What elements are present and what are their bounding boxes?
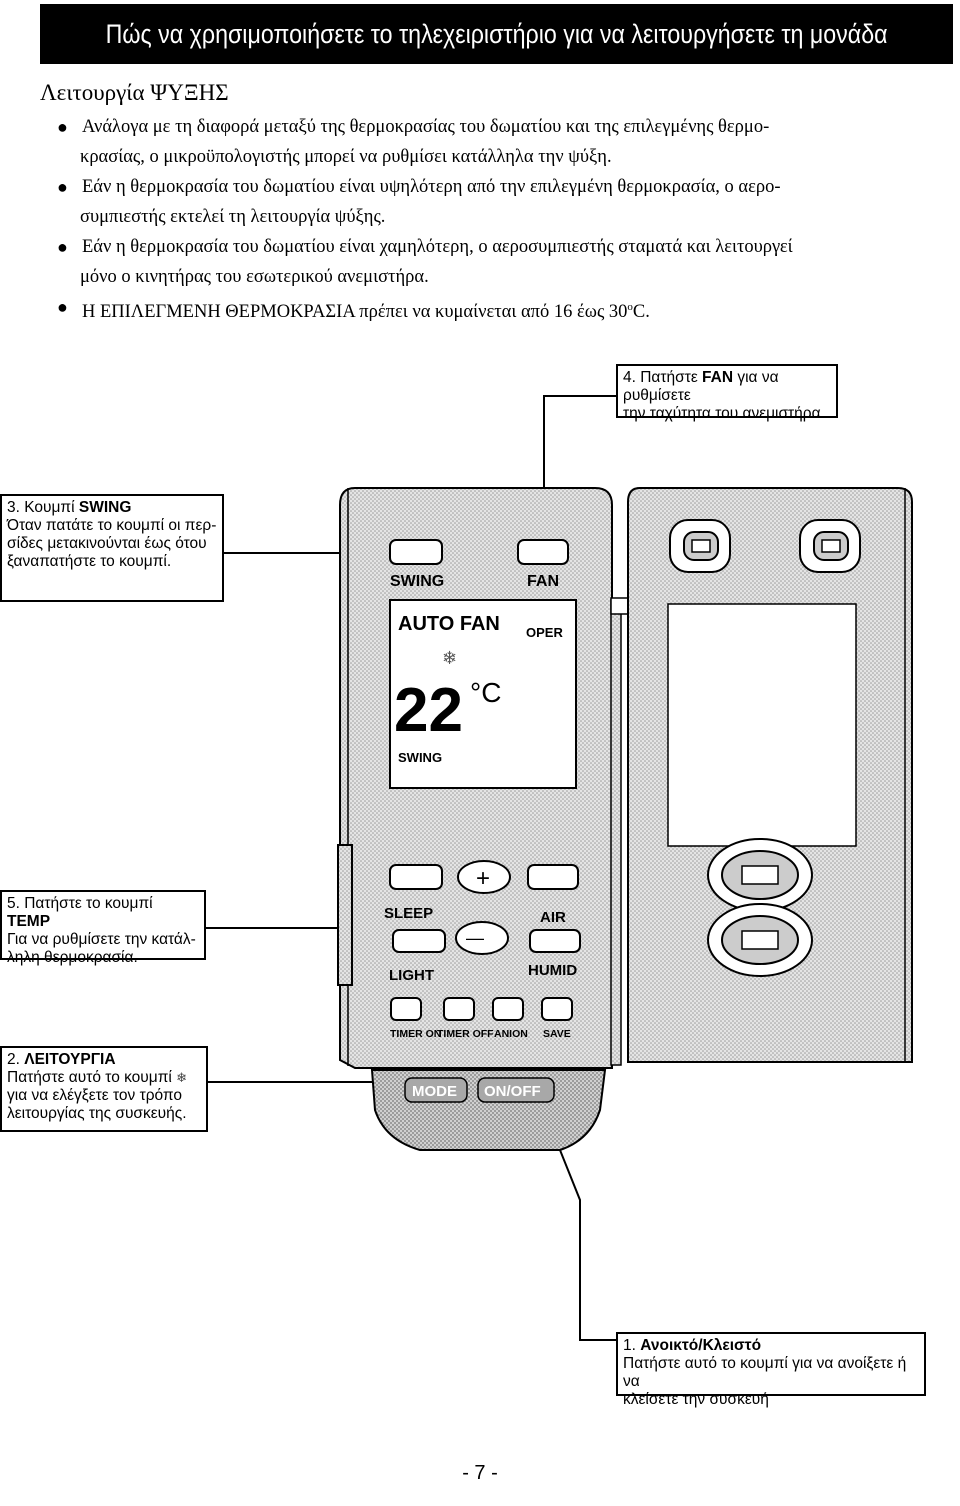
callout-bold: TEMP bbox=[7, 913, 51, 930]
page-title: Πώς να χρησιμοποιήσετε το τηλεχειριστήρι… bbox=[105, 18, 888, 49]
callout-fan: 4. Πατήστε FAN για να ρυθμίσετε την ταχύ… bbox=[616, 364, 838, 422]
display-oper: OPER bbox=[526, 625, 563, 640]
humid-button[interactable] bbox=[529, 929, 581, 953]
display-mode: AUTO FAN bbox=[398, 613, 500, 635]
cover-foot-icon bbox=[707, 838, 813, 977]
callout-text: 1. bbox=[623, 1337, 641, 1354]
humid-label: HUMID bbox=[528, 962, 577, 979]
callout-bold: FAN bbox=[702, 369, 734, 386]
section-title: Λειτουργία ΨΥΞΗΣ bbox=[40, 80, 229, 105]
save-label: SAVE bbox=[543, 1028, 571, 1040]
bullet-item: ● Η ΕΠΙΛΕΓΜΕΝΗ ΘΕΡΜΟΚΡΑΣΙΑ πρέπει να κυμ… bbox=[57, 292, 955, 327]
snowflake-icon: ❄ bbox=[442, 648, 457, 668]
callout-text: την ταχύτητα του ανεμιστήρα. bbox=[623, 405, 825, 422]
bullet-text: συμπιεστής εκτελεί τη λειτουργία ψύξης. bbox=[80, 207, 386, 227]
timer-on-button[interactable] bbox=[390, 997, 422, 1021]
bullet-text: Ανάλογα με τη διαφορά μεταξύ της θερμοκρ… bbox=[82, 117, 770, 137]
callout-text: κλείσετε την συσκευή bbox=[623, 1391, 769, 1408]
remote-body bbox=[337, 487, 632, 1151]
bullet-dot: ● bbox=[57, 237, 68, 257]
light-button[interactable] bbox=[392, 929, 446, 953]
bullet-item: ● Ανάλογα με τη διαφορά μεταξύ της θερμο… bbox=[57, 112, 955, 172]
callout-text: λειτουργίας της συσκευής. bbox=[7, 1105, 187, 1122]
display-swing: SWING bbox=[398, 750, 442, 765]
bullet-dot: ● bbox=[57, 177, 68, 197]
callout-bold: Ανοικτό/Κλειστό bbox=[640, 1337, 762, 1354]
plus-icon: + bbox=[476, 865, 490, 892]
bullet-item: ● Εάν η θερμοκρασία του δωματίου είναι υ… bbox=[57, 172, 955, 232]
callout-text: 3. Κουμπί bbox=[7, 499, 79, 516]
callout-text: για να ελέγξετε τον τρόπο bbox=[7, 1087, 183, 1104]
hinge-icon bbox=[669, 519, 731, 573]
callout-text: 2. bbox=[7, 1051, 25, 1068]
sleep-button[interactable] bbox=[389, 864, 443, 890]
save-button[interactable] bbox=[541, 997, 573, 1021]
fan-button-label: FAN bbox=[527, 573, 559, 590]
snowflake-icon: ❄ bbox=[176, 1070, 188, 1085]
callout-text: ξαναπατήστε το κουμπί. bbox=[7, 553, 172, 570]
bullet-list: ● Ανάλογα με τη διαφορά μεταξύ της θερμο… bbox=[57, 112, 955, 327]
bullet-text-tail: C. bbox=[632, 302, 650, 323]
callout-text: Πατήστε αυτό το κουμπί για να ανοίξετε ή… bbox=[623, 1355, 907, 1390]
display-unit: °C bbox=[470, 677, 501, 708]
bullet-item: ● Εάν η θερμοκρασία του δωματίου είναι χ… bbox=[57, 232, 955, 292]
sleep-label: SLEEP bbox=[384, 905, 433, 922]
bullet-dot: ● bbox=[57, 297, 68, 317]
air-label: AIR bbox=[540, 909, 566, 926]
callout-text: ληλη θερμοκρασία. bbox=[7, 949, 138, 966]
remote-cover bbox=[627, 487, 913, 1063]
bullet-text: Εάν η θερμοκρασία του δωματίου είναι χαμ… bbox=[82, 237, 793, 257]
temp-up-button[interactable] bbox=[457, 860, 511, 894]
callout-swing: 3. Κουμπί SWING Όταν πατάτε το κουμπί οι… bbox=[0, 494, 224, 602]
onoff-label: ON/OFF bbox=[484, 1083, 541, 1100]
callout-mode: 2. ΛΕΙΤΟΥΡΓΙΑ Πατήστε αυτό το κουμπί ❄ γ… bbox=[0, 1046, 208, 1132]
callout-text: 5. Πατήστε το κουμπί bbox=[7, 895, 153, 912]
swing-button-label: SWING bbox=[390, 573, 444, 590]
hinge-icon bbox=[799, 519, 861, 573]
bullet-text: μόνο ο κινητήρας του εσωτερικού ανεμιστή… bbox=[80, 267, 429, 287]
bullet-text-main: Η ΕΠΙΛΕΓΜΕΝΗ ΘΕΡΜΟΚΡΑΣΙΑ πρέπει να κυμαί… bbox=[82, 302, 628, 323]
page-number: - 7 - bbox=[462, 1462, 498, 1484]
callout-text: Για να ρυθμίσετε την κατάλ- bbox=[7, 931, 196, 948]
callout-text: Πατήστε αυτό το κουμπί bbox=[7, 1069, 172, 1086]
anion-button[interactable] bbox=[492, 997, 524, 1021]
temp-down-button[interactable] bbox=[455, 921, 509, 955]
onoff-button[interactable] bbox=[477, 1077, 555, 1103]
anion-label: ANION bbox=[494, 1028, 528, 1040]
callout-temp: 5. Πατήστε το κουμπί TEMP Για να ρυθμίσε… bbox=[0, 890, 206, 966]
callout-bold: ΛΕΙΤΟΥΡΓΙΑ bbox=[24, 1051, 116, 1068]
page-header: Πώς να χρησιμοποιήσετε το τηλεχειριστήρι… bbox=[40, 4, 953, 64]
timer-on-label: TIMER ON bbox=[390, 1028, 441, 1040]
callout-text: σίδες μετακινούνται έως ότου bbox=[7, 535, 207, 552]
callout-onoff: 1. Ανοικτό/Κλειστό Πατήστε αυτό το κουμπ… bbox=[616, 1332, 926, 1408]
light-label: LIGHT bbox=[389, 967, 434, 984]
bullet-text: κρασίας, ο μικροϋπολογιστής μπορεί να ρυ… bbox=[80, 147, 612, 167]
mode-label: MODE bbox=[412, 1083, 457, 1100]
timer-off-label: TIMER OFF bbox=[437, 1028, 494, 1040]
callout-bold: SWING bbox=[78, 499, 132, 516]
mode-button[interactable] bbox=[404, 1077, 468, 1103]
callout-text: για να ρυθμίσετε bbox=[623, 369, 779, 404]
bullet-text: Η ΕΠΙΛΕΓΜΕΝΗ ΘΕΡΜΟΚΡΑΣΙΑ πρέπει να κυμαί… bbox=[60, 292, 955, 327]
lcd-display bbox=[389, 599, 577, 789]
fan-button[interactable] bbox=[517, 539, 569, 565]
bullet-dot: ● bbox=[57, 117, 68, 137]
timer-off-button[interactable] bbox=[443, 997, 475, 1021]
callout-text: Όταν πατάτε το κουμπί οι περ- bbox=[7, 517, 217, 534]
degree-sup: ο bbox=[627, 301, 633, 313]
air-button[interactable] bbox=[527, 864, 579, 890]
minus-icon: — bbox=[466, 928, 484, 948]
display-temperature: 22 bbox=[394, 676, 463, 745]
bullet-text: Εάν η θερμοκρασία του δωματίου είναι υψη… bbox=[82, 177, 781, 197]
callout-text: 4. Πατήστε bbox=[623, 369, 703, 386]
swing-button[interactable] bbox=[389, 539, 443, 565]
